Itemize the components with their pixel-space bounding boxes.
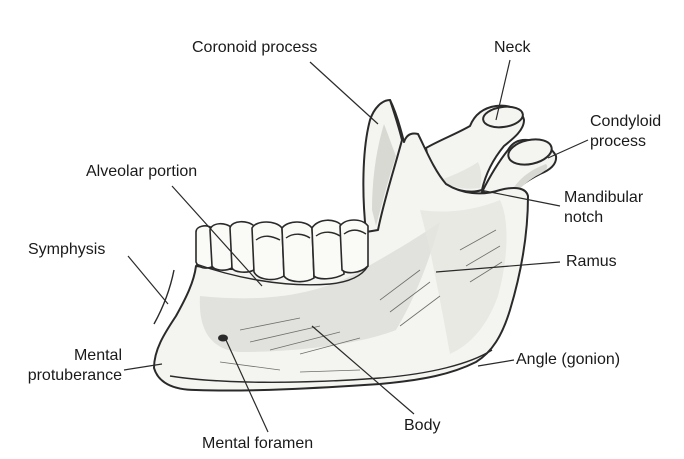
label-mandibular-line1: Mandibular <box>564 189 644 206</box>
leader-mental-foramen <box>225 339 269 433</box>
label-condyloid-process: Condyloid process <box>590 112 661 152</box>
label-ramus: Ramus <box>566 253 617 270</box>
teeth-row <box>195 219 369 286</box>
leader-body <box>311 325 415 415</box>
leader-condyloid <box>547 139 589 159</box>
leader-angle <box>477 359 515 367</box>
label-symphysis: Symphysis <box>28 241 106 258</box>
leader-mental-protuberance <box>123 363 163 371</box>
label-condyloid-line1: Condyloid <box>590 113 662 130</box>
symphysis-mark <box>153 269 175 325</box>
label-mental-foramen: Mental foramen <box>202 435 314 452</box>
label-neck: Neck <box>494 39 531 56</box>
leader-alveolar <box>171 185 263 287</box>
label-body: Body <box>404 417 441 434</box>
label-coronoid-process: Coronoid process <box>192 39 318 56</box>
mandible-body-shape <box>153 99 529 392</box>
label-alveolar-portion: Alveolar portion <box>86 163 198 180</box>
leader-neck <box>495 59 511 121</box>
leader-lines <box>123 59 589 433</box>
leader-coronoid <box>309 61 379 125</box>
label-mandibular-notch: Mandibular notch <box>564 188 643 228</box>
mental-foramen-hole <box>218 334 228 342</box>
label-mental-line1: Mental <box>73 347 122 364</box>
condyloid-process-shape <box>481 138 558 199</box>
label-mandibular-line2: notch <box>564 209 604 226</box>
label-angle-gonion: Angle (gonion) <box>516 351 621 368</box>
label-condyloid-line2: process <box>590 133 647 150</box>
coronoid-process-shape <box>362 99 403 233</box>
leader-mandibular-notch <box>479 189 561 207</box>
neck-shape <box>425 104 525 193</box>
label-mental-line2: protuberance <box>27 367 122 384</box>
leader-symphysis <box>127 255 169 305</box>
label-mental-protuberance: Mental protuberance <box>0 346 122 386</box>
leader-ramus <box>435 261 561 273</box>
